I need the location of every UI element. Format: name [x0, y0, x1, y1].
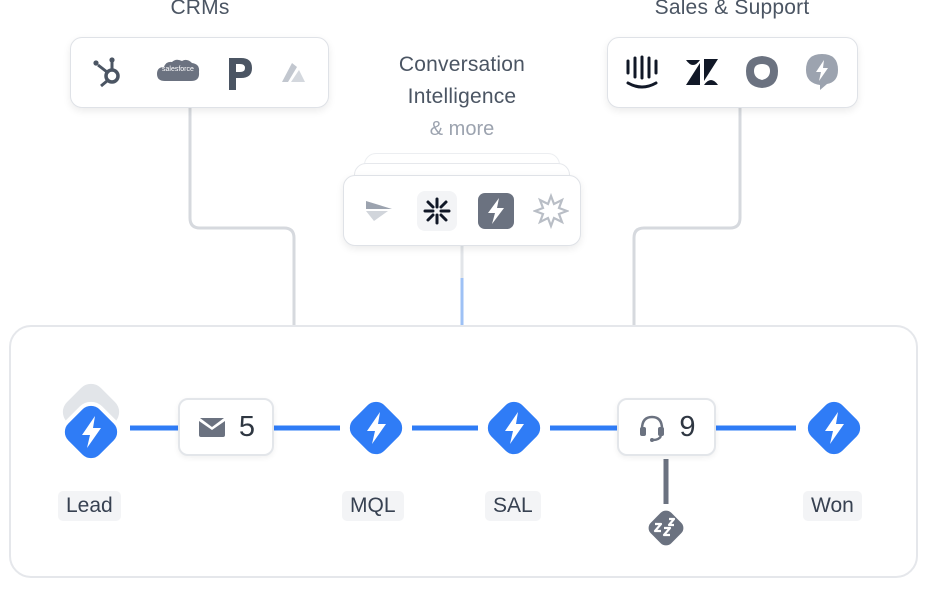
pipeline-panel — [9, 325, 918, 578]
email-counter: 5 — [178, 398, 274, 456]
snooze-node — [639, 501, 693, 555]
salesforce-icon: salesforce — [155, 52, 201, 92]
conversation-label-line2: Intelligence — [407, 85, 517, 108]
bolt-icon — [367, 412, 386, 444]
close-icon — [273, 52, 313, 92]
stage-mql-label: MQL — [342, 491, 404, 521]
support-count: 9 — [679, 410, 696, 443]
bolt-icon — [82, 416, 101, 448]
conversation-label-line1: Conversation — [398, 53, 526, 76]
bolt-icon — [825, 412, 844, 444]
crm-connector — [188, 108, 296, 325]
conversation-card — [343, 175, 581, 246]
bolt-icon — [476, 191, 516, 231]
pipedrive-icon — [219, 52, 259, 92]
support-counter: 9 — [617, 398, 716, 456]
hubspot-icon — [88, 52, 128, 92]
gong-icon — [360, 191, 400, 231]
outreach-icon — [742, 52, 782, 92]
email-count: 5 — [238, 410, 256, 443]
support-label: Sales & Support — [654, 0, 810, 19]
burst-icon — [531, 191, 571, 231]
freshdesk-icon — [802, 52, 842, 92]
zzz-icon — [653, 517, 676, 537]
bolt-icon — [505, 412, 524, 444]
support-card — [607, 37, 858, 108]
intercom-icon — [622, 52, 662, 92]
stage-sal-label: SAL — [485, 491, 541, 521]
salesforce-wordmark: salesforce — [162, 66, 194, 73]
conversation-more-label: & more — [429, 118, 495, 140]
stage-won-node — [794, 388, 874, 468]
support-connector — [632, 108, 742, 325]
stage-lead-node — [51, 392, 131, 472]
stage-mql-node — [336, 388, 416, 468]
crms-label: CRMs — [170, 0, 230, 19]
headset-icon — [640, 415, 665, 442]
crms-card: salesforce — [70, 37, 329, 108]
stage-won-label: Won — [803, 491, 862, 521]
stage-sal-node — [474, 388, 554, 468]
stage-lead-label: Lead — [58, 491, 121, 521]
chorus-icon — [417, 191, 457, 231]
mail-icon — [198, 418, 225, 437]
zendesk-icon — [682, 52, 722, 92]
